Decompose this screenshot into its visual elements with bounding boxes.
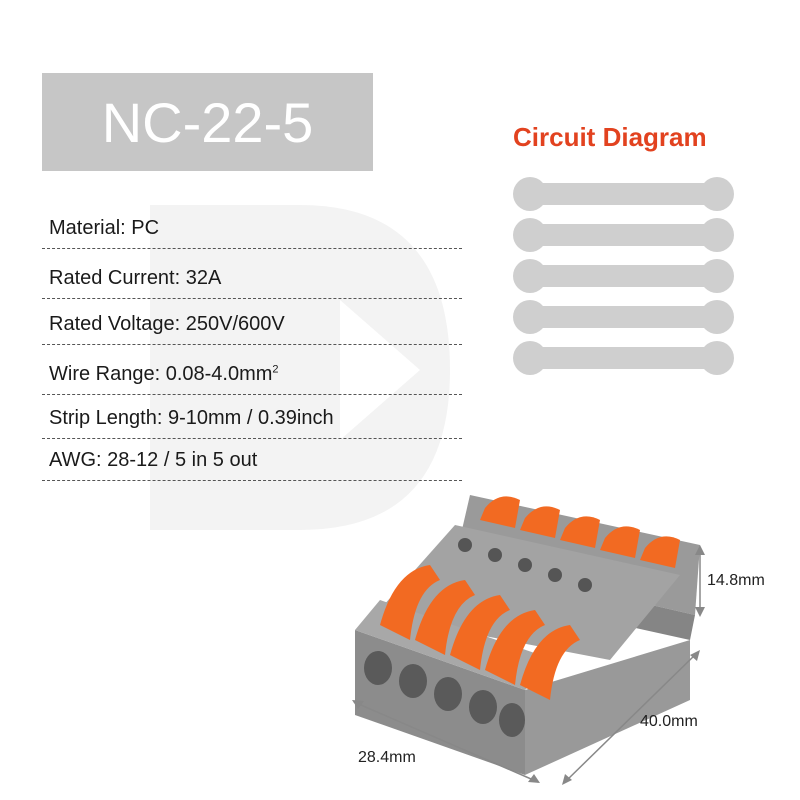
spec-label: AWG: 28-12 / 5 in 5 out [49, 449, 258, 471]
spec-label-with-sup: Wire Range: 0.08-4.0mm2 [49, 363, 279, 386]
spec-awg: AWG: 28-12 / 5 in 5 out [42, 439, 462, 481]
spec-label: Wire Range: 0.08-4.0mm [49, 363, 273, 385]
spec-rated-voltage: Rated Voltage: 250V/600V [42, 299, 462, 345]
bus-bar [513, 300, 734, 334]
spec-label: Strip Length: 9-10mm / 0.39inch [49, 407, 334, 429]
spec-wire-range: Wire Range: 0.08-4.0mm2 [42, 345, 462, 395]
bus-bar [513, 259, 734, 293]
bus-bar [513, 218, 734, 252]
bus-bar [513, 341, 734, 375]
bus-bar [513, 177, 734, 211]
dimension-length: 40.0mm [640, 713, 698, 730]
spec-label: Rated Voltage: 250V/600V [49, 313, 285, 335]
spec-label: Material: PC [49, 217, 160, 239]
spec-superscript: 2 [272, 363, 279, 376]
spec-strip-length: Strip Length: 9-10mm / 0.39inch [42, 395, 462, 439]
dimension-width: 28.4mm [358, 749, 416, 766]
spec-material: Material: PC [42, 205, 462, 249]
spec-rated-current: Rated Current: 32A [42, 249, 462, 299]
spec-label: Rated Current: 32A [49, 267, 222, 289]
circuit-diagram-title: Circuit Diagram [513, 122, 707, 152]
dimension-height: 14.8mm [707, 572, 765, 589]
product-title-box: NC-22-5 [42, 73, 373, 171]
product-title: NC-22-5 [101, 90, 314, 154]
